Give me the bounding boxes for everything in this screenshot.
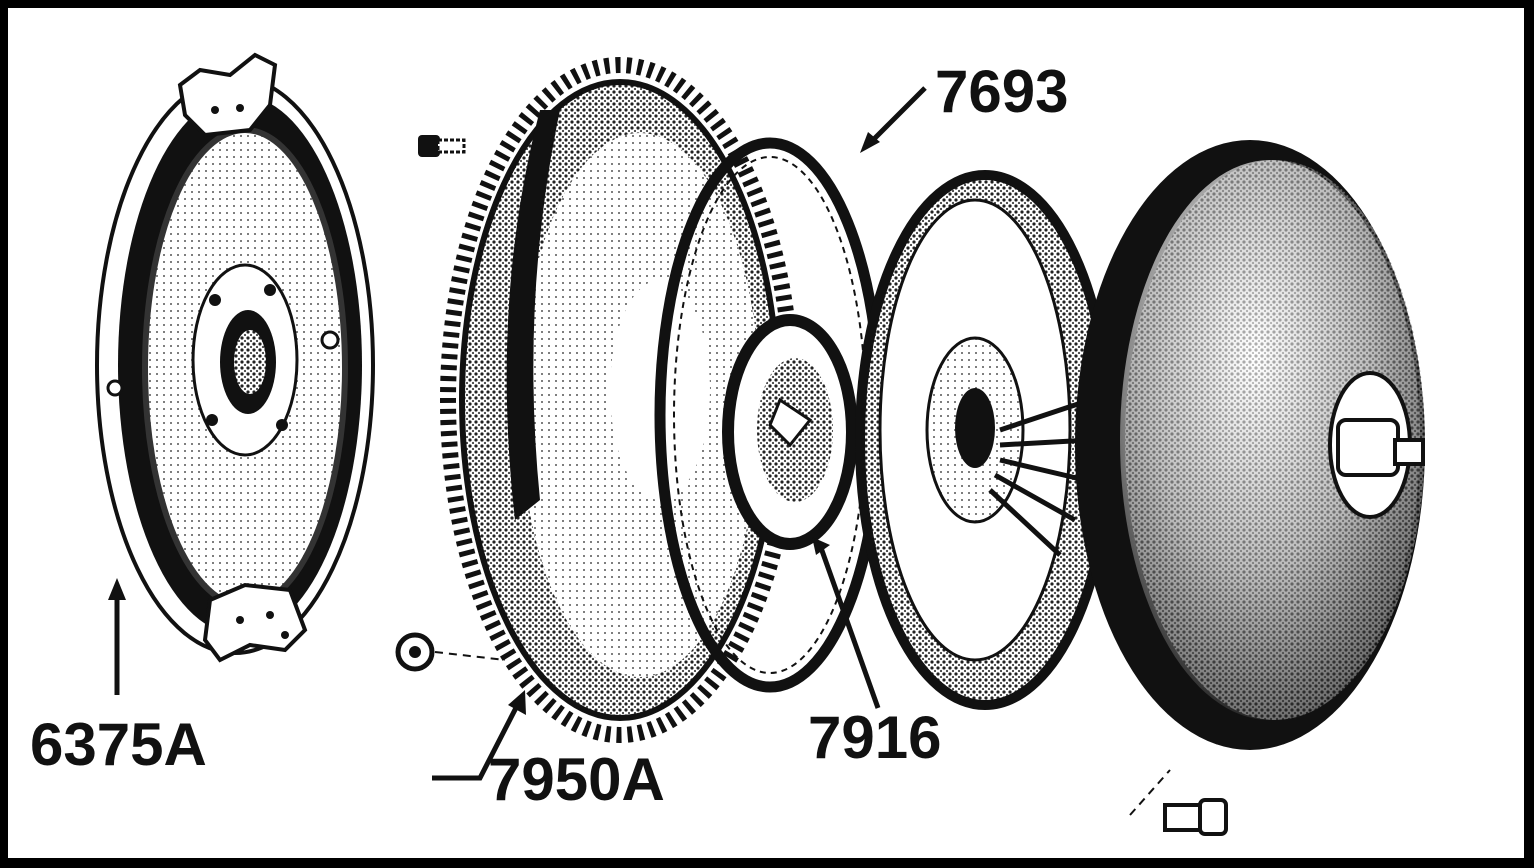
callout-7916: 7916 <box>808 704 941 771</box>
leader-7950a <box>432 698 523 781</box>
converter-front-cover <box>855 170 1115 710</box>
callout-7950a: 7950A <box>488 746 665 813</box>
diagram-frame: 6375A 7950A 7693 7916 <box>8 8 1524 858</box>
torque-converter <box>1075 140 1425 750</box>
pump-drive-gear <box>722 314 858 550</box>
lower-nut <box>395 632 506 672</box>
callout-6375a: 6375A <box>30 711 207 778</box>
flex-plate <box>95 52 375 663</box>
exploded-view-diagram: 6375A 7950A 7693 7916 <box>30 52 1425 836</box>
upper-bolt <box>418 135 466 157</box>
leader-7916 <box>817 544 881 709</box>
converter-bolt <box>1129 769 1228 836</box>
leader-7693 <box>866 86 927 147</box>
callout-7693: 7693 <box>935 58 1068 125</box>
